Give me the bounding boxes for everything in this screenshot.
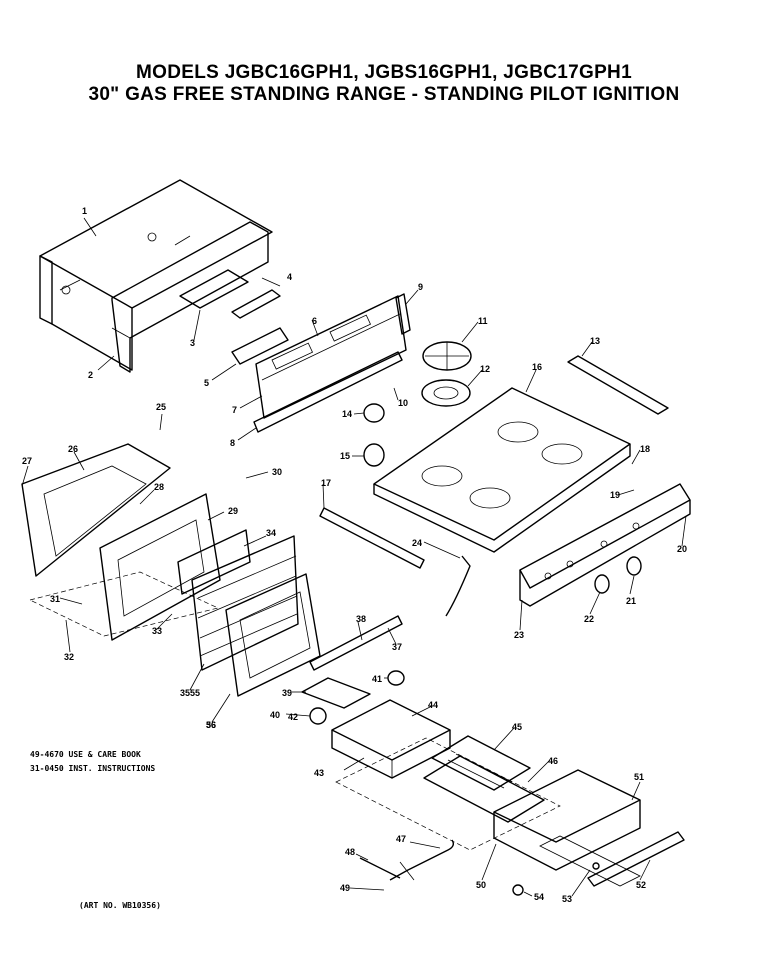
callout-2: 2 [88,370,93,380]
callout-3: 3 [190,338,195,348]
callout-27: 27 [22,456,32,466]
burner-grate-part [422,341,472,371]
callout-12: 12 [480,364,490,374]
front-strip-part [319,507,425,569]
callout-35: 35 [180,688,190,698]
knob-41-part [387,670,405,686]
callout-43: 43 [314,768,324,778]
callout-41: 41 [372,674,382,684]
art-number: (ART NO. WB10356) [79,901,161,910]
screw-54-part [512,884,524,896]
hinge-part [301,677,371,709]
callout-15: 15 [340,451,350,461]
callout-18: 18 [640,444,650,454]
side-trim-part [111,221,269,373]
callout-50: 50 [476,880,486,890]
knob-14-part [363,403,385,423]
broiler-drawer-part [331,699,451,779]
callout-51: 51 [634,772,644,782]
brackets-part [179,269,281,319]
callout-40: 40 [270,710,280,720]
reference-notes: 49-4670 USE & CARE BOOK 31-0450 INST. IN… [30,748,155,776]
door-insulation-part [191,535,299,671]
callout-21: 21 [626,596,636,606]
callout-38: 38 [356,614,366,624]
callout-1: 1 [82,206,87,216]
callout-14: 14 [342,409,352,419]
callout-32: 32 [64,652,74,662]
callout-36: 36 [206,720,216,730]
callout-55: 55 [190,688,200,698]
callout-53: 53 [562,894,572,904]
callout-42: 42 [288,712,298,722]
cooktop-part [373,387,631,553]
pan-outline [335,737,561,851]
oven-door-part [21,443,221,641]
callout-56: 56 [206,720,216,730]
callout-34: 34 [266,528,276,538]
callout-52: 52 [636,880,646,890]
diagram-subtitle: 30" GAS FREE STANDING RANGE - STANDING P… [88,84,680,105]
callout-16: 16 [532,362,542,372]
callout-30: 30 [272,467,282,477]
callout-8: 8 [230,438,235,448]
callout-22: 22 [584,614,594,624]
knob-42-part [309,707,327,725]
diagram-title: MODELS JGBC16GPH1, JGBS16GPH1, JGBC17GPH… [136,62,632,83]
callout-24: 24 [412,538,422,548]
knob-15-part [363,443,385,467]
callout-20: 20 [677,544,687,554]
callout-4: 4 [287,272,292,282]
note-install-instructions: 31-0450 INST. INSTRUCTIONS [30,764,156,773]
control-panel-part [255,295,407,419]
callout-46: 46 [548,756,558,766]
bracket-5-part [231,327,289,365]
trim-strip-part [253,351,403,433]
callout-45: 45 [512,722,522,732]
rod-part [309,615,403,671]
end-cap-part [395,293,411,335]
callout-17: 17 [321,478,331,488]
callout-7: 7 [232,405,237,415]
knob-21-part [626,556,642,576]
callout-10: 10 [398,398,408,408]
drip-bowl-part [421,379,471,407]
gas-tube-part [445,555,471,617]
window-glass-part [177,529,251,595]
knob-22-part [594,574,610,594]
rear-strip-part [567,355,669,415]
callout-28: 28 [154,482,164,492]
door-frame-part [225,573,321,697]
callout-26: 26 [68,444,78,454]
drawer-rod-part [587,831,685,887]
callout-29: 29 [228,506,238,516]
callout-19: 19 [610,490,620,500]
manifold-panel-part [519,483,691,607]
storage-drawer-part [493,769,641,887]
callout-labels: 1 2 3 4 5 6 7 8 9 10 11 12 13 14 15 16 1… [22,206,687,904]
callout-13: 13 [590,336,600,346]
callout-49: 49 [340,883,350,893]
callout-11: 11 [478,316,488,326]
callout-25: 25 [156,402,166,412]
callout-54: 54 [534,892,544,902]
callout-9: 9 [418,282,423,292]
screw-53-part [592,862,600,870]
callout-31: 31 [50,594,60,604]
note-use-care-book: 49-4670 USE & CARE BOOK [30,750,141,759]
leader-lines [21,217,687,897]
callout-33: 33 [152,626,162,636]
callout-23: 23 [514,630,524,640]
callout-39: 39 [282,688,292,698]
burner-tube-part [359,839,455,881]
callout-47: 47 [396,834,406,844]
callout-5: 5 [204,378,209,388]
callout-44: 44 [428,700,438,710]
callout-6: 6 [312,316,317,326]
callout-48: 48 [345,847,355,857]
rear-panel-part [39,179,273,371]
broiler-pan-part [423,735,545,823]
callout-37: 37 [392,642,402,652]
